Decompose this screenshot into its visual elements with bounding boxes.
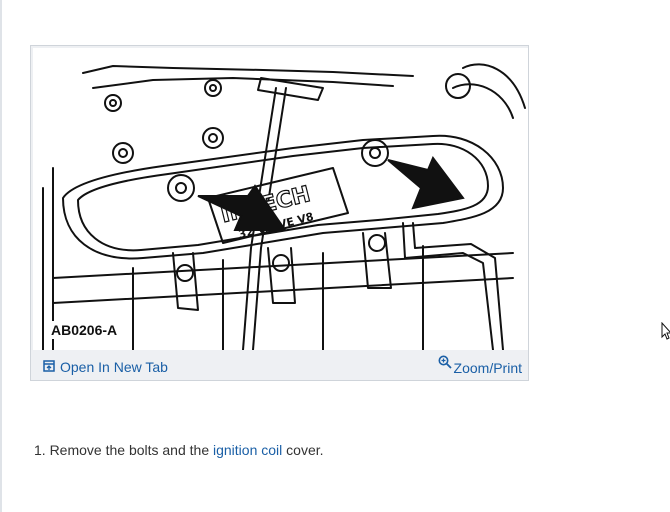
- open-in-new-tab-link[interactable]: Open In New Tab: [43, 359, 168, 375]
- figure-card: INTECH 32 VALVE V8 AB0206-A Open In New …: [30, 45, 529, 381]
- page-left-edge: [0, 0, 2, 512]
- figure-toolbar: Open In New Tab Zoom/Print: [33, 352, 528, 380]
- zoom-print-link[interactable]: Zoom/Print: [438, 355, 522, 376]
- figure-code: AB0206-A: [49, 321, 120, 339]
- engine-diagram-image[interactable]: INTECH 32 VALVE V8: [33, 48, 528, 350]
- arrow-left: [197, 184, 287, 231]
- arrow-right: [387, 156, 465, 210]
- step-1-prefix: 1. Remove the bolts and the: [34, 442, 213, 458]
- step-1-suffix: cover.: [282, 442, 324, 458]
- open-in-new-tab-icon: [43, 359, 55, 375]
- open-in-new-tab-label: Open In New Tab: [60, 359, 168, 375]
- ignition-coil-link[interactable]: ignition coil: [213, 442, 283, 458]
- magnifier-icon: [438, 355, 452, 372]
- step-1-text: 1. Remove the bolts and the ignition coi…: [34, 442, 324, 458]
- zoom-print-label: Zoom/Print: [453, 359, 522, 376]
- mouse-cursor-icon: [661, 321, 670, 345]
- engine-line-drawing: INTECH 32 VALVE V8: [42, 63, 526, 350]
